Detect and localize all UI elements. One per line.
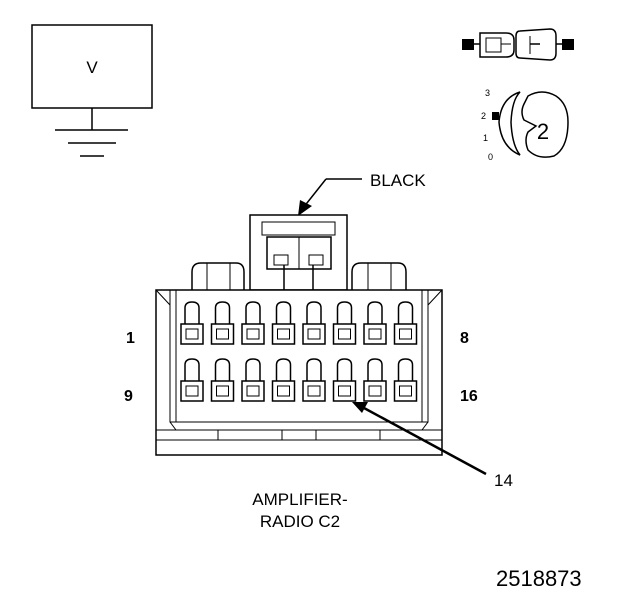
connector-name-line1: AMPLIFIER- bbox=[252, 490, 347, 509]
color-callout: BLACK bbox=[298, 171, 426, 216]
figure-number: 2518873 bbox=[496, 566, 582, 591]
connector-mating-icon bbox=[462, 28, 574, 61]
callout-pin-number: 14 bbox=[494, 471, 513, 490]
view-position-icon: 3 2 1 0 2 bbox=[481, 88, 569, 162]
voltmeter-icon: V bbox=[31, 24, 153, 157]
pin-cavity bbox=[363, 358, 387, 402]
pin-cavity bbox=[271, 358, 296, 402]
row-label-top-start: 1 bbox=[126, 330, 135, 347]
pin-cavity bbox=[180, 301, 204, 345]
pin-cavity bbox=[393, 301, 418, 345]
ground-icon bbox=[55, 129, 128, 157]
pin-cavity bbox=[180, 358, 204, 402]
connector-name-line2: RADIO C2 bbox=[260, 512, 340, 531]
position-number: 2 bbox=[481, 111, 486, 121]
pin-cavity bbox=[271, 301, 296, 345]
row-label-bottom-end: 16 bbox=[460, 388, 478, 405]
position-value: 2 bbox=[537, 119, 549, 144]
pin-callout: 14 bbox=[352, 402, 513, 490]
pin-cavity bbox=[241, 358, 265, 402]
pin-cavity bbox=[302, 358, 326, 402]
position-number: 1 bbox=[483, 133, 488, 143]
pin-cavity bbox=[332, 358, 357, 402]
pin-cavity bbox=[210, 358, 235, 402]
pin-cavity bbox=[302, 301, 326, 345]
pin-cavity bbox=[241, 301, 265, 345]
row-label-bottom-start: 9 bbox=[124, 388, 133, 405]
row-label-top-end: 8 bbox=[460, 330, 469, 347]
pin-cavity bbox=[210, 301, 235, 345]
pin-cavity bbox=[393, 358, 418, 402]
position-number: 0 bbox=[488, 152, 493, 162]
voltmeter-label: V bbox=[86, 58, 98, 77]
connector-color-label: BLACK bbox=[370, 171, 426, 190]
pin-cavity bbox=[363, 301, 387, 345]
connector-body bbox=[155, 214, 443, 456]
pin-cavity bbox=[332, 301, 357, 345]
pin-cavities bbox=[180, 301, 418, 402]
position-number: 3 bbox=[485, 88, 490, 98]
